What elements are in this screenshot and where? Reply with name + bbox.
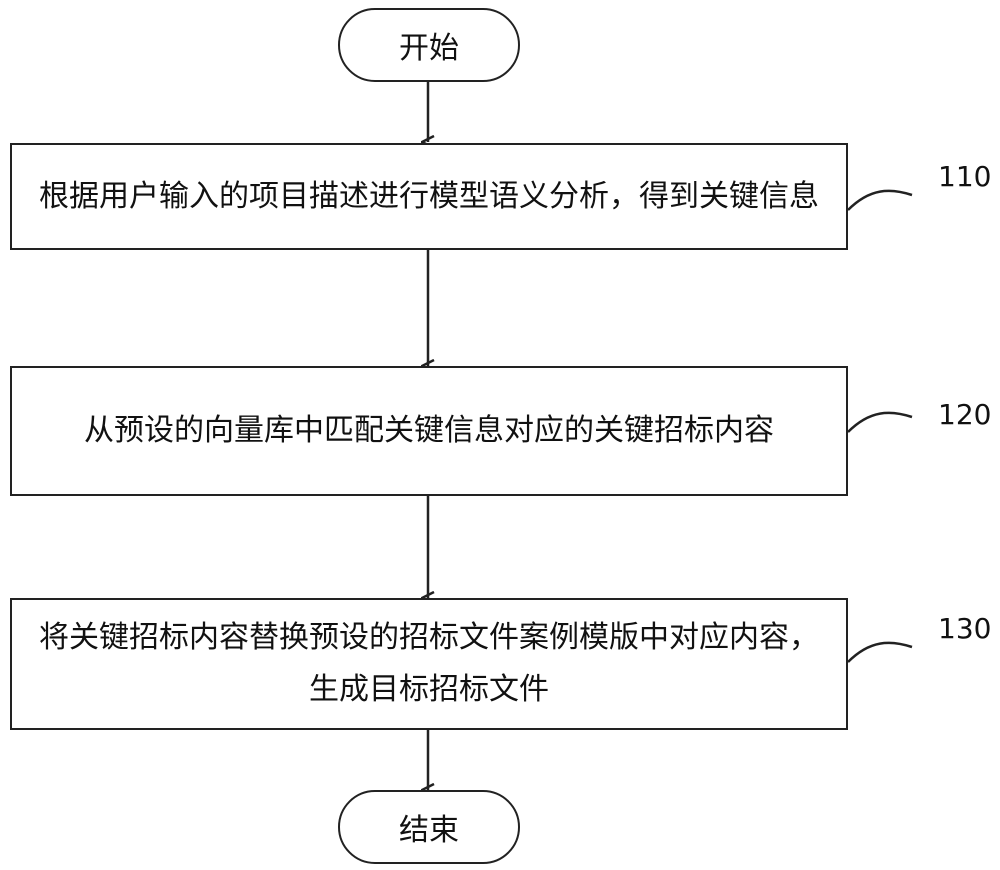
step-110-text: 根据用户输入的项目描述进行模型语义分析，得到关键信息: [39, 178, 819, 214]
step-120-text: 从预设的向量库中匹配关键信息对应的关键招标内容: [84, 413, 774, 448]
step-130-ref: 130: [938, 612, 992, 645]
end-terminal: 结束: [338, 790, 520, 864]
start-label: 开始: [399, 31, 459, 66]
end-label: 结束: [399, 813, 459, 848]
step-110-ref: 110: [938, 160, 992, 193]
leader-130: [847, 641, 913, 663]
start-terminal: 开始: [338, 8, 520, 82]
step-120-ref: 120: [938, 398, 992, 431]
leader-110: [847, 189, 913, 211]
step-110-box: 根据用户输入的项目描述进行模型语义分析，得到关键信息: [10, 143, 848, 250]
step-130-box: 将关键招标内容替换预设的招标文件案例模版中对应内容，生成目标招标文件: [10, 598, 848, 730]
step-130-text: 将关键招标内容替换预设的招标文件案例模版中对应内容，生成目标招标文件: [39, 620, 819, 707]
step-120-box: 从预设的向量库中匹配关键信息对应的关键招标内容: [10, 366, 848, 496]
leader-120: [847, 411, 913, 433]
